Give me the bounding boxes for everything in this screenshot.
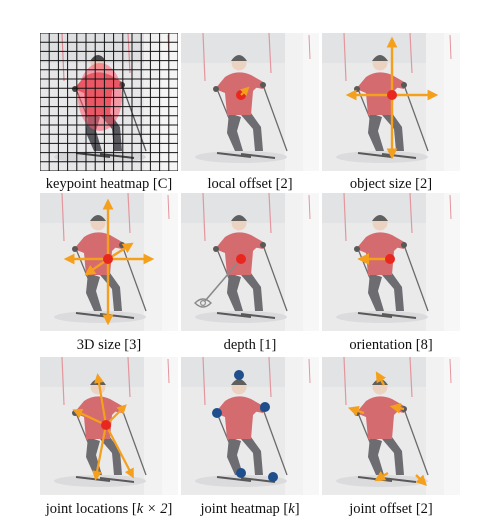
eye-icon — [194, 298, 212, 308]
panel-3d-size — [40, 193, 178, 331]
caption-keypoint-heatmap: keypoint heatmap [C] — [45, 176, 173, 192]
caption-depth: depth [1] — [223, 337, 277, 353]
panel-joint-locations — [40, 357, 178, 495]
caption-prefix: joint locations [ — [45, 501, 137, 517]
caption-3d-size: 3D size [3] — [76, 337, 142, 353]
heatmap-grid — [40, 33, 178, 171]
joint-offset-image — [322, 357, 460, 495]
caption-suffix: ] — [167, 501, 173, 517]
caption-orientation: orientation [8] — [349, 337, 433, 353]
keypoint-heatmap-image — [40, 33, 178, 171]
center-dot — [236, 254, 246, 264]
panel-joint-offset — [322, 357, 460, 495]
center-dot — [385, 254, 395, 264]
caption-math: k — [288, 501, 295, 517]
caption-local-offset: local offset [2] — [207, 176, 293, 192]
depth-line — [204, 258, 242, 302]
panel-orientation — [322, 193, 460, 331]
panel-keypoint-heatmap — [40, 33, 178, 171]
caption-math: k × 2 — [136, 501, 168, 517]
caption-suffix: ] — [294, 501, 300, 517]
caption-object-size: object size [2] — [349, 176, 433, 192]
panel-joint-heatmap — [181, 357, 319, 495]
center-dot — [103, 254, 113, 264]
caption-prefix: joint heatmap [ — [200, 501, 289, 517]
depth-image — [181, 193, 319, 331]
center-dot — [387, 90, 397, 100]
orientation-image — [322, 193, 460, 331]
object-size-image — [322, 33, 460, 171]
caption-joint-heatmap: joint heatmap [k] — [170, 501, 330, 518]
offset-arrow — [239, 86, 250, 97]
joint-locations-image — [40, 357, 178, 495]
local-offset-image — [181, 33, 319, 171]
joint-heatmap-image — [181, 357, 319, 495]
panel-depth — [181, 193, 319, 331]
panel-local-offset — [181, 33, 319, 171]
joint-dots — [212, 370, 278, 482]
caption-joint-offset: joint offset [2] — [349, 501, 433, 517]
joint-offset-arrows — [347, 371, 428, 487]
caption-joint-locations: joint locations [k × 2] — [29, 501, 189, 518]
3d-size-image — [40, 193, 178, 331]
center-dot — [101, 420, 111, 430]
size-arrows — [345, 36, 439, 160]
panel-object-size — [322, 33, 460, 171]
